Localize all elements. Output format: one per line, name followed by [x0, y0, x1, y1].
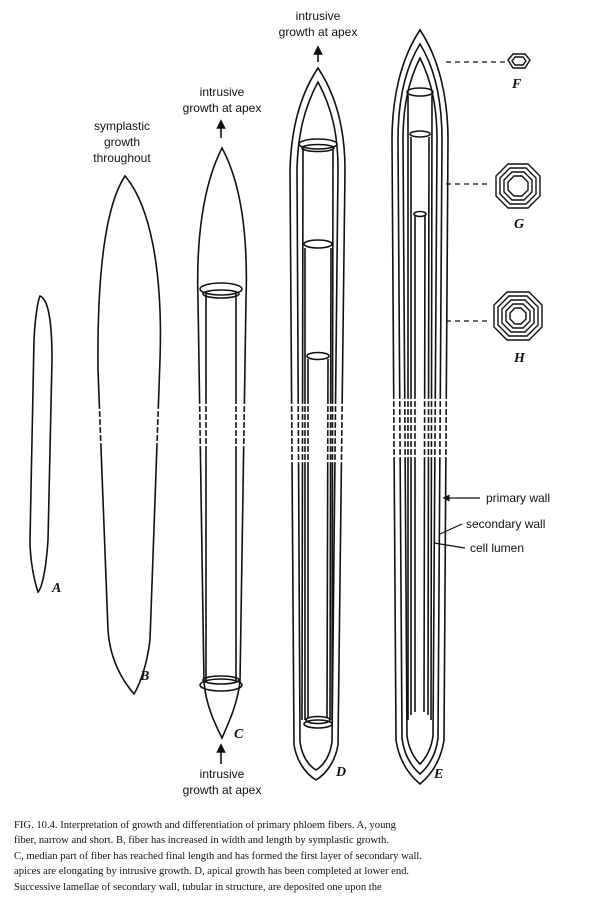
letter-f: F	[511, 77, 522, 92]
label-b-top-2: growth	[104, 135, 140, 149]
fiber-c	[195, 119, 250, 764]
label-d-top-1: intrusive	[296, 9, 341, 23]
fiber-diagram: symplastic growth throughout intrusive g…	[29, 9, 550, 797]
cross-section-f	[507, 53, 531, 69]
label-c-top-2: growth at apex	[183, 101, 262, 115]
letter-e: E	[433, 767, 443, 782]
caption-line: C, median part of fiber has reached fina…	[14, 850, 422, 862]
label-secondary-wall: secondary wall	[466, 517, 545, 531]
letter-c: C	[234, 727, 244, 742]
label-c-top-1: intrusive	[200, 85, 245, 99]
fiber-e	[388, 28, 452, 786]
figure-caption: FIG. 10.4. Interpretation of growth and …	[14, 818, 589, 895]
fiber-a	[29, 294, 53, 594]
letter-a: A	[51, 581, 61, 596]
fiber-d	[286, 45, 350, 781]
caption-line: apices are elongating by intrusive growt…	[14, 866, 410, 878]
letter-d: D	[335, 765, 346, 780]
label-c-bottom-1: intrusive	[200, 767, 245, 781]
label-b-top-3: throughout	[93, 151, 151, 165]
label-c-bottom-2: growth at apex	[183, 783, 262, 797]
cross-section-h	[493, 291, 543, 341]
cross-section-g	[495, 163, 541, 209]
caption-line: FIG. 10.4. Interpretation of growth and …	[14, 820, 396, 831]
label-cell-lumen: cell lumen	[470, 541, 524, 555]
caption-line: fiber, narrow and short. B, fiber has in…	[14, 835, 389, 847]
wall-pointers	[433, 494, 480, 549]
letter-b: B	[139, 669, 149, 684]
label-b-top-1: symplastic	[94, 119, 150, 133]
letter-h: H	[513, 351, 526, 366]
caption-line: Successive lamellae of secondary wall, t…	[14, 881, 382, 893]
fiber-b	[95, 174, 165, 696]
label-d-top-2: growth at apex	[279, 25, 358, 39]
label-primary-wall: primary wall	[486, 491, 550, 505]
letter-g: G	[514, 217, 524, 232]
section-connectors	[446, 61, 505, 322]
